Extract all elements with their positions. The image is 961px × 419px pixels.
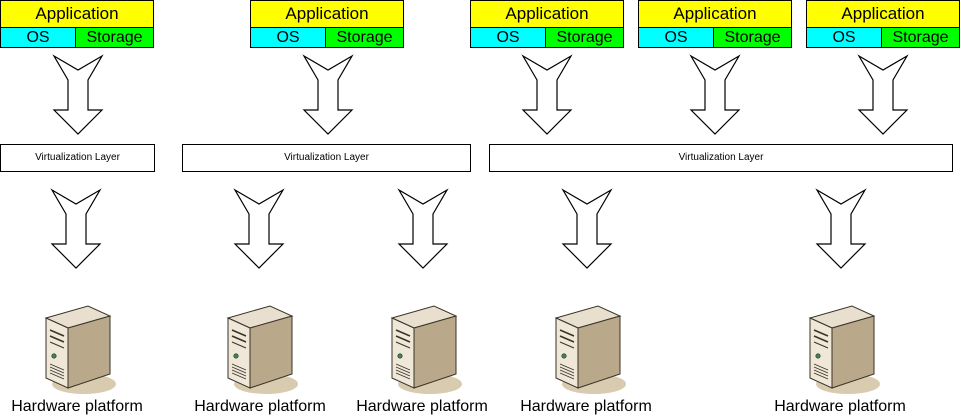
server-icon <box>220 296 300 396</box>
hardware-platform-label: Hardware platform <box>11 398 143 415</box>
server-icon <box>548 296 628 396</box>
down-arrow-icon <box>521 54 573 136</box>
virtualization-layer-3: Virtualization Layer <box>489 144 953 172</box>
down-arrow-icon <box>233 188 285 270</box>
application-box: Application <box>0 0 154 28</box>
down-arrow-icon <box>397 188 449 270</box>
storage-box: Storage <box>714 28 792 48</box>
hardware-platform-label: Hardware platform <box>356 398 488 415</box>
server-icon <box>38 296 118 396</box>
storage-box: Storage <box>326 28 404 48</box>
storage-box: Storage <box>76 28 154 48</box>
server-icon <box>384 296 464 396</box>
down-arrow-icon <box>52 54 104 136</box>
application-box: Application <box>470 0 624 28</box>
virtualization-layer-1: Virtualization Layer <box>0 144 155 172</box>
storage-box: Storage <box>882 28 960 48</box>
os-box: OS <box>250 28 326 48</box>
server-icon <box>802 296 882 396</box>
storage-box: Storage <box>546 28 624 48</box>
vm-stack-1: Application OS Storage <box>0 0 154 48</box>
vm-stack-5: Application OS Storage <box>806 0 960 48</box>
down-arrow-icon <box>302 54 354 136</box>
down-arrow-icon <box>815 188 867 270</box>
down-arrow-icon <box>561 188 613 270</box>
down-arrow-icon <box>50 188 102 270</box>
application-box: Application <box>806 0 960 28</box>
vm-stack-4: Application OS Storage <box>638 0 792 48</box>
os-box: OS <box>638 28 714 48</box>
application-box: Application <box>638 0 792 28</box>
hardware-platform-label: Hardware platform <box>520 398 652 415</box>
os-box: OS <box>0 28 76 48</box>
vm-stack-3: Application OS Storage <box>470 0 624 48</box>
vm-stack-2: Application OS Storage <box>250 0 404 48</box>
hardware-platform-label: Hardware platform <box>194 398 326 415</box>
hardware-platform-label: Hardware platform <box>774 398 906 415</box>
down-arrow-icon <box>857 54 909 136</box>
application-box: Application <box>250 0 404 28</box>
virtualization-layer-2: Virtualization Layer <box>182 144 471 172</box>
os-box: OS <box>470 28 546 48</box>
os-box: OS <box>806 28 882 48</box>
down-arrow-icon <box>689 54 741 136</box>
